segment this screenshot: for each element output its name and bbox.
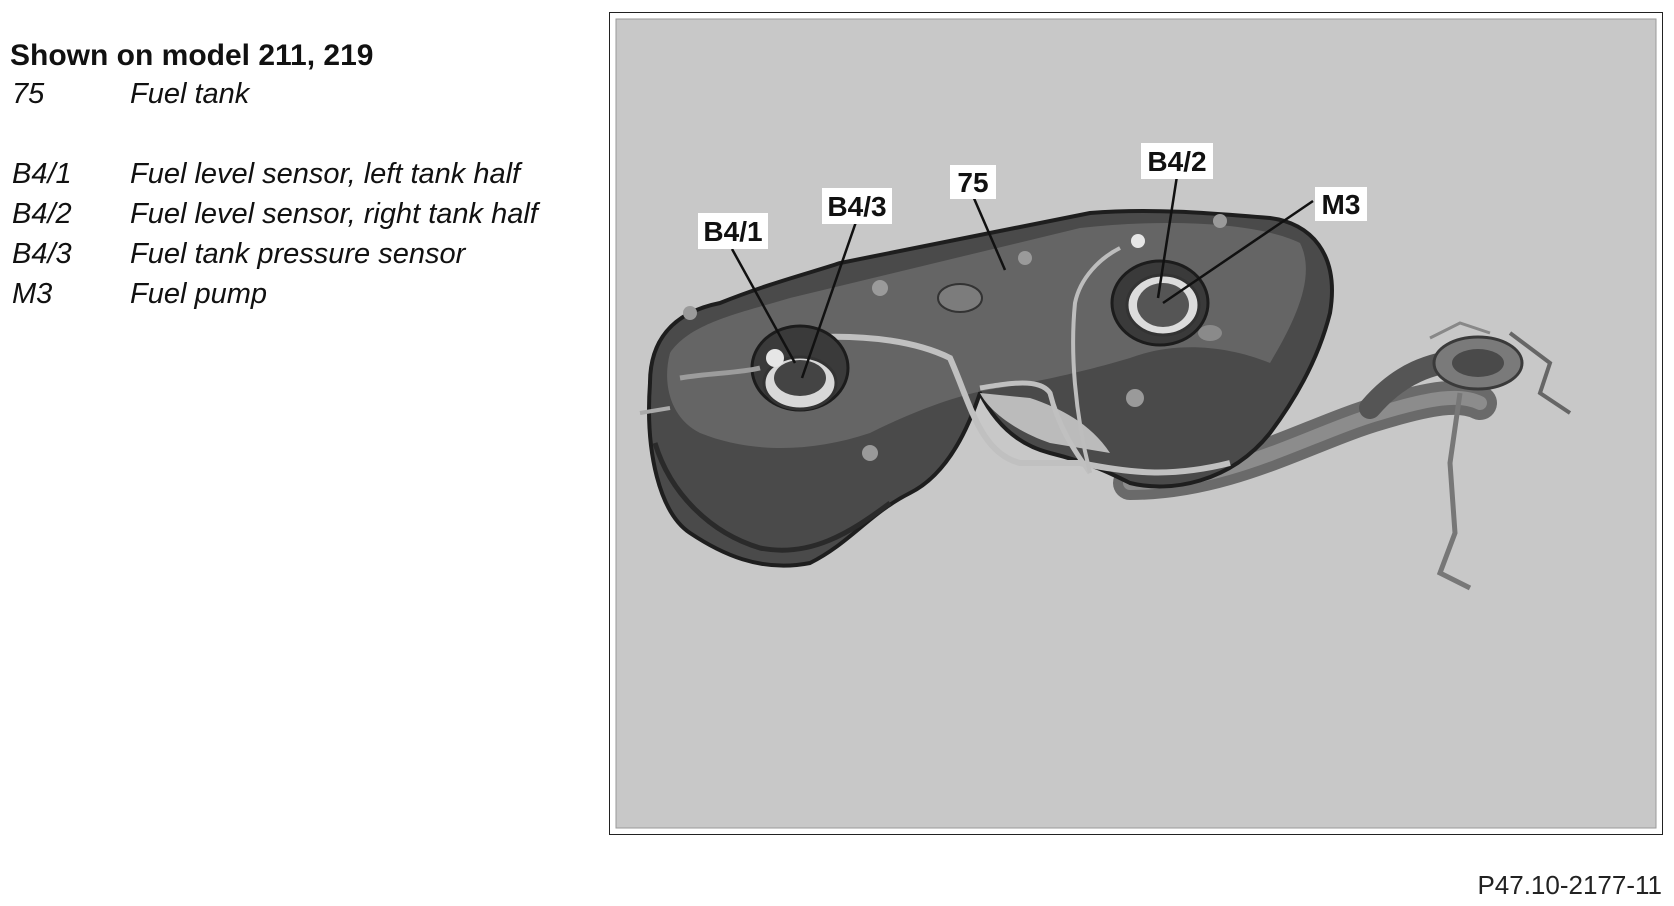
legend-desc: Fuel tank pressure sensor bbox=[130, 238, 466, 270]
callout-75: 75 bbox=[950, 165, 996, 199]
left-sender-unit bbox=[679, 324, 850, 412]
leader-b43 bbox=[800, 218, 859, 379]
legend-item: B4/1 Fuel level sensor, left tank half bbox=[10, 154, 600, 194]
legend-code: M3 bbox=[12, 278, 53, 310]
leader-b42 bbox=[1156, 175, 1179, 299]
leader-m3 bbox=[1162, 199, 1314, 305]
callout-b43-label: B4/3 bbox=[827, 191, 886, 222]
callout-m3: M3 bbox=[1315, 187, 1367, 221]
callout-b43: B4/3 bbox=[822, 188, 892, 224]
legend-spacer bbox=[10, 114, 600, 154]
callout-b41: B4/1 bbox=[698, 213, 768, 249]
callout-b42: B4/2 bbox=[1141, 143, 1213, 179]
fuel-tank-illustration: B4/1 B4/3 75 B4/2 M3 bbox=[615, 18, 1657, 829]
callout-leaders bbox=[730, 175, 1314, 379]
legend-item: B4/3 Fuel tank pressure sensor bbox=[10, 234, 600, 274]
legend-code: 75 bbox=[12, 78, 45, 110]
fuel-lines bbox=[639, 246, 1231, 476]
legend-desc: Fuel tank bbox=[130, 78, 250, 110]
leader-b41 bbox=[730, 248, 797, 364]
legend-code: B4/1 bbox=[12, 158, 72, 190]
legend-code: B4/3 bbox=[12, 238, 72, 270]
legend-title: Shown on model 211, 219 bbox=[10, 39, 374, 72]
legend-desc: Fuel level sensor, right tank half bbox=[130, 198, 538, 230]
callout-b41-label: B4/1 bbox=[703, 216, 762, 247]
legend-desc: Fuel pump bbox=[130, 278, 268, 310]
callout-m3-label: M3 bbox=[1322, 189, 1361, 220]
legend-item: B4/2 Fuel level sensor, right tank half bbox=[10, 194, 600, 234]
legend-item: 75 Fuel tank bbox=[10, 74, 600, 114]
legend: Shown on model 211, 219 75 Fuel tank B4/… bbox=[10, 38, 600, 314]
callout-b42-label: B4/2 bbox=[1147, 146, 1206, 177]
figure-reference-number: P47.10-2177-11 bbox=[1477, 870, 1662, 900]
leader-75 bbox=[971, 195, 1007, 271]
legend-desc: Fuel level sensor, left tank half bbox=[130, 158, 521, 190]
fuel-tank-figure: B4/1 B4/3 75 B4/2 M3 bbox=[609, 12, 1663, 835]
legend-item: M3 Fuel pump bbox=[10, 274, 600, 314]
legend-code: B4/2 bbox=[12, 198, 72, 230]
callout-75-label: 75 bbox=[957, 167, 988, 198]
